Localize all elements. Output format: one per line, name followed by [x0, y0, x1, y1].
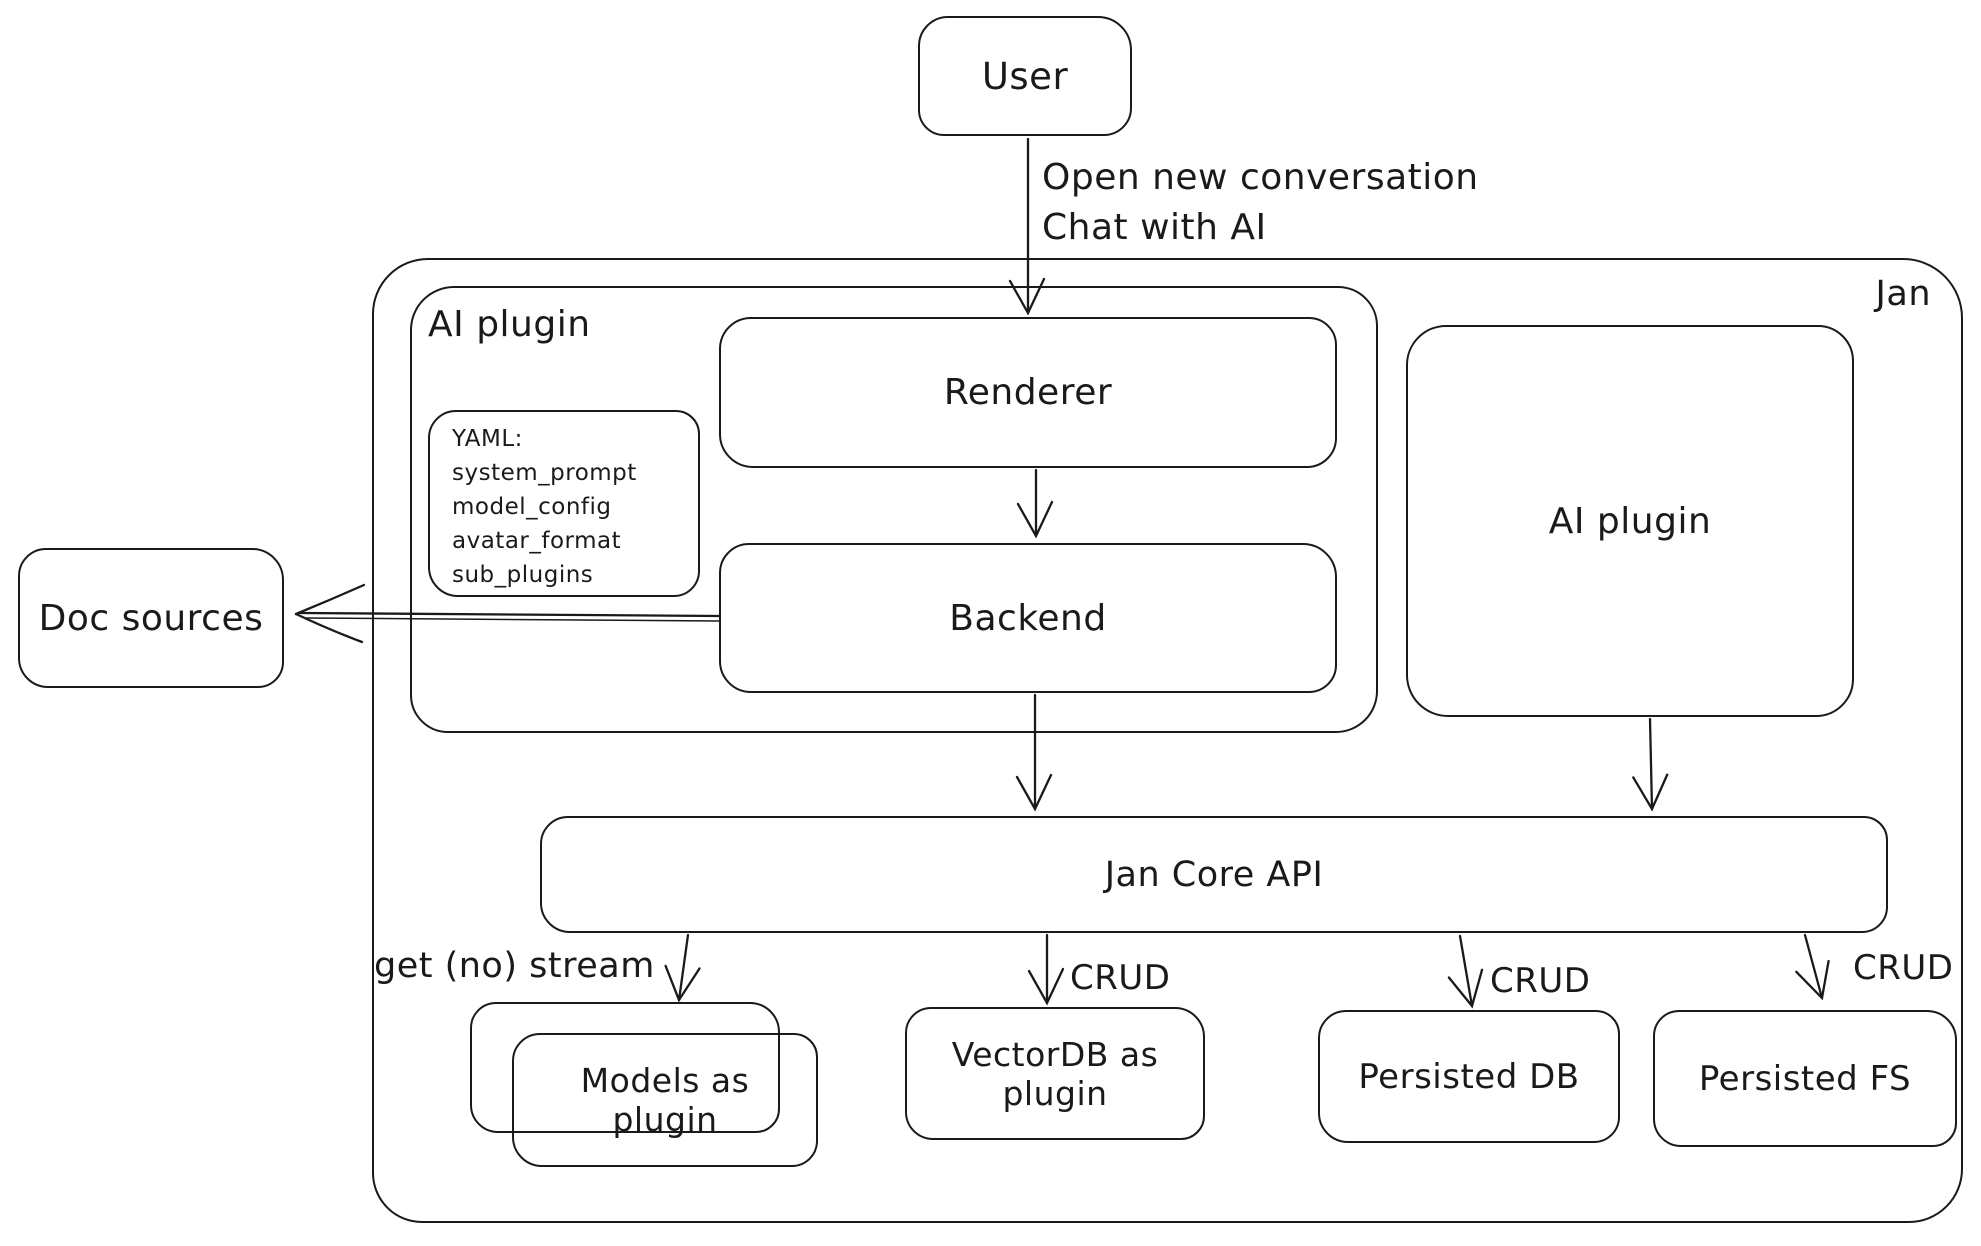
arrow-backend-to-doc-sources-head-lower — [294, 612, 364, 644]
edge-label-user-action: Open new conversation Chat with AI — [1042, 153, 1479, 253]
node-user: User — [918, 16, 1132, 136]
node-vectordb-as-plugin: VectorDB as plugin — [905, 1007, 1205, 1140]
edge-label-open-new-conversation: Open new conversation — [1042, 157, 1479, 198]
ai-plugin-container-label: AI plugin — [428, 304, 591, 345]
yaml-note-line: avatar_format — [452, 528, 622, 554]
yaml-note-line: YAML: — [452, 426, 523, 452]
node-models-as-plugin-label: Models as plugin — [580, 1061, 750, 1139]
arrow-backend-to-doc-sources-head-upper — [294, 583, 366, 616]
node-jan-container: Jan — [372, 258, 1963, 1223]
node-user-label: User — [981, 54, 1069, 98]
node-renderer-label: Renderer — [943, 372, 1113, 413]
node-doc-sources: Doc sources — [18, 548, 284, 688]
node-ai-plugin-right-label: AI plugin — [1548, 500, 1712, 542]
edge-label-chat-with-ai: Chat with AI — [1042, 207, 1267, 248]
node-vectordb-as-plugin-label: VectorDB as plugin — [951, 1034, 1159, 1113]
node-yaml-note: YAML: system_prompt model_config avatar_… — [428, 410, 700, 597]
jan-container-label: Jan — [1875, 274, 1931, 314]
edge-label-get-no-stream: get (no) stream — [374, 946, 655, 986]
node-jan-core-api-label: Jan Core API — [1104, 854, 1324, 895]
edge-label-crud-vectordb: CRUD — [1070, 958, 1171, 998]
yaml-note-line: model_config — [452, 494, 612, 520]
node-models-as-plugin-outer — [470, 1002, 780, 1133]
node-persisted-db-label: Persisted DB — [1358, 1056, 1580, 1097]
node-persisted-fs: Persisted FS — [1653, 1010, 1957, 1147]
node-backend: Backend — [719, 543, 1337, 693]
yaml-note-line: sub_plugins — [452, 562, 594, 588]
node-ai-plugin-container: AI plugin — [410, 286, 1378, 733]
node-doc-sources-label: Doc sources — [38, 597, 264, 639]
node-jan-core-api: Jan Core API — [540, 816, 1888, 933]
node-ai-plugin-right: AI plugin — [1406, 325, 1854, 717]
node-renderer: Renderer — [719, 317, 1337, 468]
node-models-as-plugin: Models as plugin — [512, 1033, 818, 1167]
edge-label-crud-persisted-db: CRUD — [1490, 961, 1591, 1001]
yaml-note-line: system_prompt — [452, 460, 637, 486]
node-persisted-db: Persisted DB — [1318, 1010, 1620, 1143]
edge-label-crud-persisted-fs: CRUD — [1853, 948, 1954, 988]
node-persisted-fs-label: Persisted FS — [1698, 1058, 1912, 1099]
node-backend-label: Backend — [949, 597, 1107, 639]
